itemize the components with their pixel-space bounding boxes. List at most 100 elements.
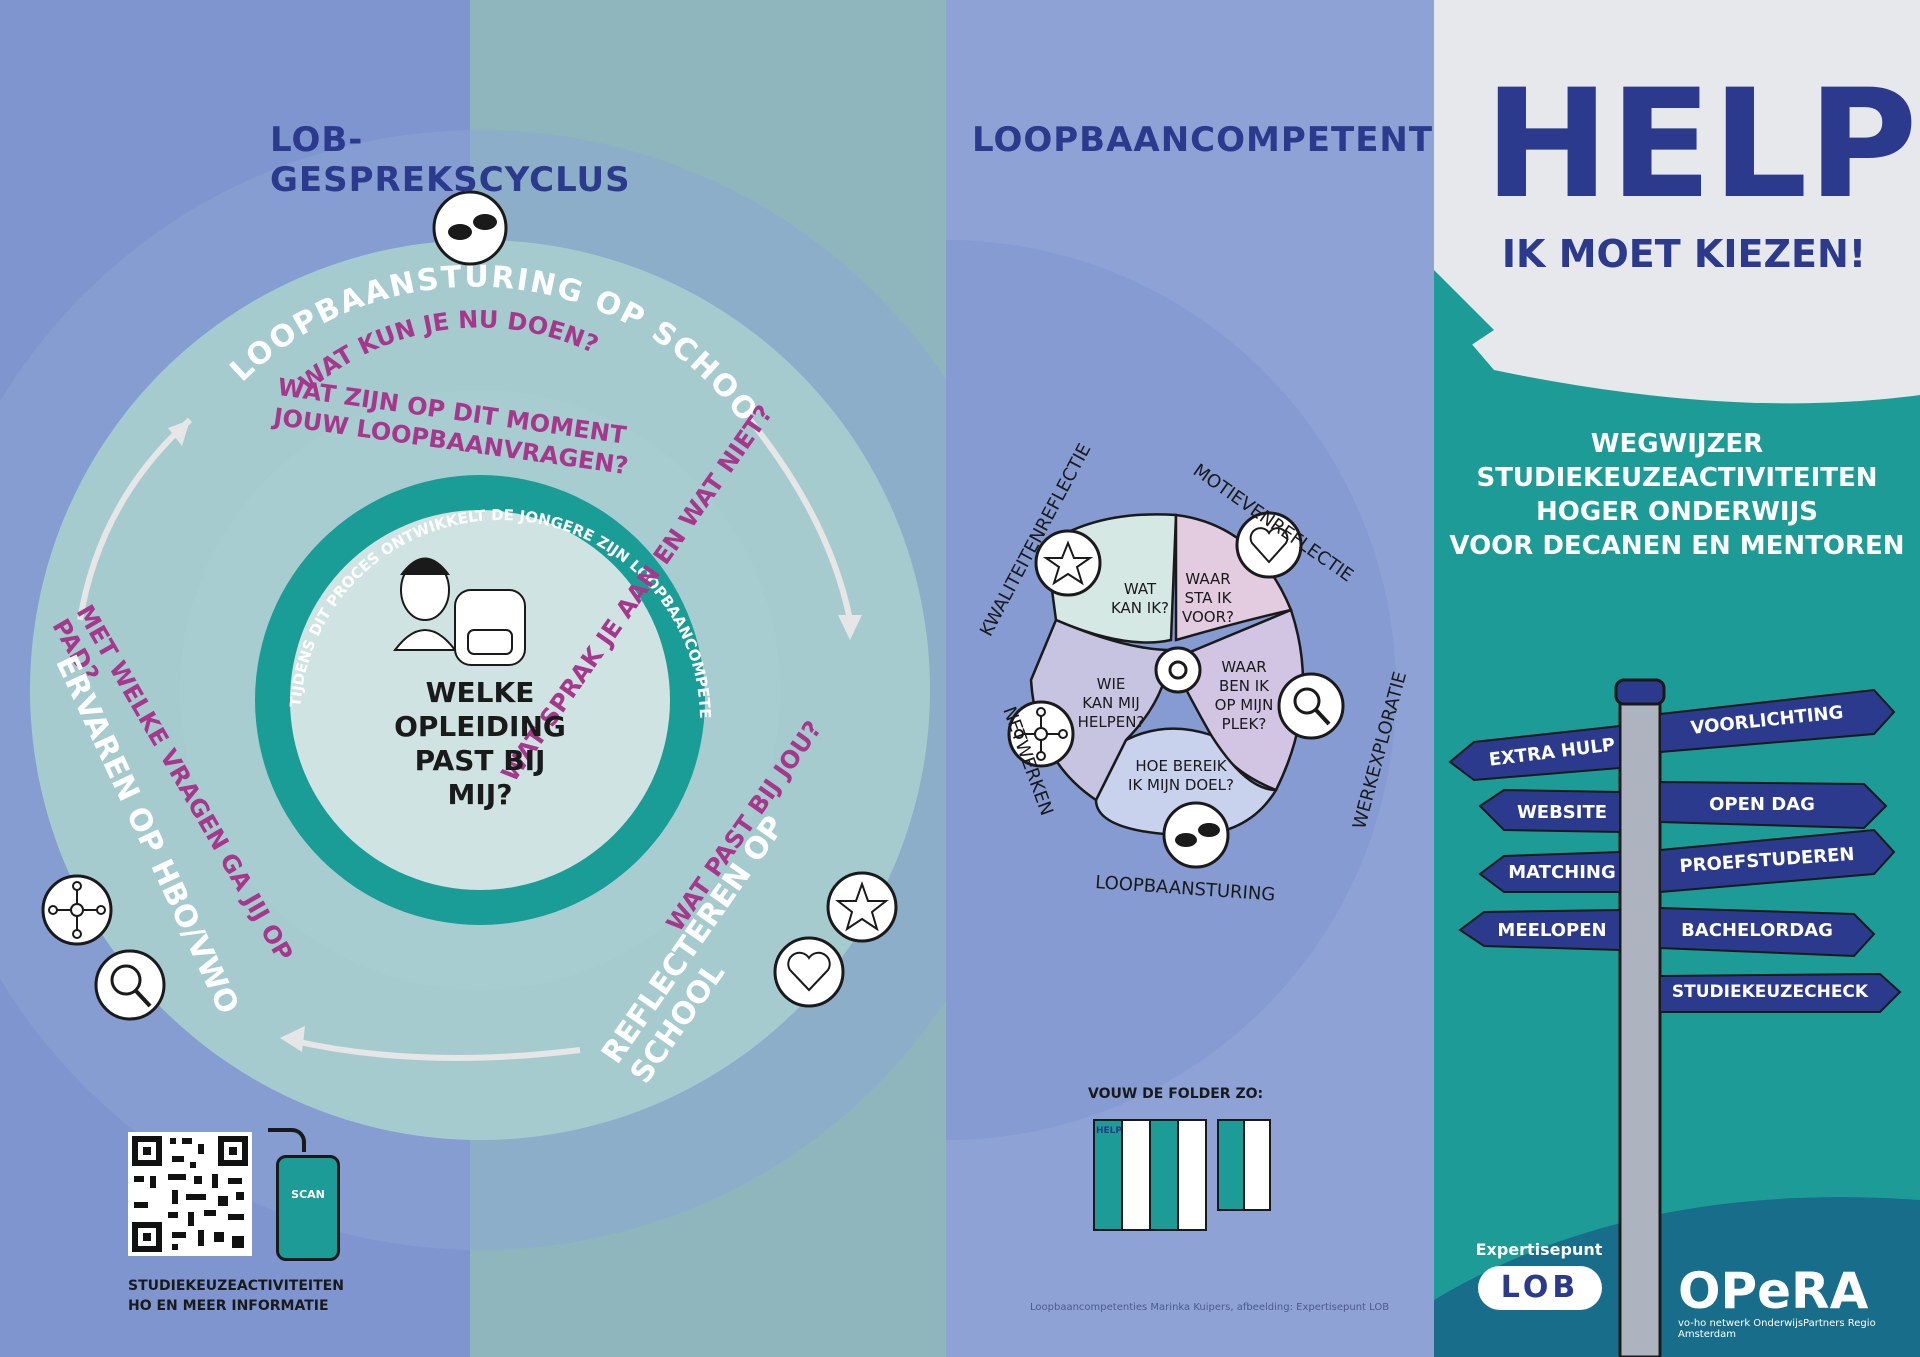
gear-icon <box>1154 646 1202 694</box>
text-wie-kan-mij-3: HELPEN? <box>1077 713 1145 731</box>
heart-shape <box>787 951 831 992</box>
text-waar-sta-ik: WAAR STA IK VOOR? <box>1168 570 1248 627</box>
logo-opera-sub: vo-ho netwerk OnderwijsPartners Regio Am… <box>1678 1318 1876 1340</box>
star-shape-2 <box>1042 540 1094 586</box>
text-waar-ben-ik-4: PLEK? <box>1221 715 1267 733</box>
signpost-boards-left <box>1448 724 1621 952</box>
center-question-line-1: WELKE <box>425 676 535 709</box>
competencies-diagram <box>946 240 1396 1231</box>
qr-code[interactable] <box>128 1132 252 1256</box>
arrow-bottom-left <box>289 1037 581 1061</box>
credit-line: Loopbaancompetenties Marinka Kuipers, af… <box>1030 1302 1390 1313</box>
arrow-right-down <box>747 418 853 621</box>
qr-caption-line-1: STUDIEKEUZEACTIVITEITEN <box>128 1278 344 1294</box>
network-nodes-2 <box>1014 707 1068 761</box>
network-icon <box>41 874 113 946</box>
wegwijzer-line-4: VOOR DECANEN EN MENTOREN <box>1449 531 1905 561</box>
text-waar-sta-ik-3: VOOR? <box>1182 608 1234 626</box>
speech-bubble-tail-cut <box>1434 270 1494 370</box>
network-icon-2 <box>1007 700 1075 768</box>
magnifier-handle-2 <box>1314 708 1331 726</box>
header-lob-gesprekscyclus: LOB-GESPREKSCYCLUS <box>270 120 631 200</box>
bottom-wave <box>1434 1197 1920 1357</box>
fold-illustration <box>1093 1119 1271 1231</box>
gear-icon-hole <box>1168 660 1188 680</box>
text-waar-sta-ik-2: STA IK <box>1184 589 1232 607</box>
sign-studiekeuzecheck: STUDIEKEUZECHECK <box>1671 982 1869 1002</box>
logo-opera: OPeRA <box>1678 1262 1869 1320</box>
center-question-line-3: PAST BIJ <box>414 744 546 777</box>
text-waar-ben-ik-3: OP MIJN <box>1214 696 1274 714</box>
sign-matching: MATCHING <box>1508 862 1616 883</box>
text-wat-kan-ik: WAT KAN IK? <box>1100 580 1180 618</box>
phone-scan-icon: SCAN <box>276 1155 340 1261</box>
text-wie-kan-mij-2: KAN MIJ <box>1082 694 1140 712</box>
text-wat-kan-ik-2: KAN IK? <box>1110 599 1170 617</box>
text-waar-ben-ik-2: BEN IK <box>1218 677 1270 695</box>
text-hoe-bereik-1: HOE BEREIK <box>1135 757 1227 775</box>
magnifier-lens <box>110 964 142 996</box>
text-waar-ben-ik: WAAR BEN IK OP MIJN PLEK? <box>1204 658 1284 734</box>
magnifier-handle <box>134 989 152 1008</box>
signpost-pole <box>1618 688 1662 1357</box>
qr-pattern <box>132 1136 248 1252</box>
help-title: HELP <box>1484 58 1918 232</box>
heart-icon-2 <box>1235 511 1303 579</box>
scan-label: SCAN <box>291 1188 325 1201</box>
text-wie-kan-mij: WIE KAN MIJ HELPEN? <box>1066 675 1156 732</box>
panel-help-shapes <box>1434 0 1920 1357</box>
signpost-boards-right <box>1659 688 1902 1013</box>
center-question: WELKE OPLEIDING PAST BIJ MIJ? <box>355 676 605 812</box>
panel-loopbaancompetenties: LOOPBAANCOMPETENTIES KWALITEITENREFLECTI… <box>946 0 1434 1357</box>
inner-core <box>290 510 670 890</box>
piece-hoe-bereik <box>1094 727 1279 837</box>
steering-icon-2 <box>1162 801 1230 869</box>
fold-help-label: HELP <box>1096 1126 1123 1136</box>
sign-open-dag: OPEN DAG <box>1709 794 1815 815</box>
arrow-left-up-head <box>168 420 190 446</box>
panel-help: HELP IK MOET KIEZEN! WEGWIJZER STUDIEKEU… <box>1434 0 1920 1357</box>
text-hoe-bereik-2: IK MIJN DOEL? <box>1128 776 1234 794</box>
magnifier-icon <box>94 949 166 1021</box>
text-hoe-bereik: HOE BEREIK IK MIJN DOEL? <box>1121 757 1241 795</box>
text-waar-ben-ik-1: WAAR <box>1221 658 1267 676</box>
magnifier-icon-2 <box>1277 672 1345 740</box>
logo-lob: LOB <box>1478 1266 1602 1310</box>
heart-shape-2 <box>1249 527 1289 564</box>
center-question-line-4: MIJ? <box>447 778 513 811</box>
header-loopbaancompetenties: LOOPBAANCOMPETENTIES <box>972 120 1434 160</box>
star-icon <box>826 871 898 943</box>
text-wat-kan-ik-1: WAT <box>1123 580 1157 598</box>
text-waar-sta-ik-1: WAAR <box>1185 570 1231 588</box>
wegwijzer-line-1: WEGWIJZER <box>1590 429 1764 459</box>
steering-icon-2-mark-1 <box>1175 833 1197 847</box>
magnifier-lens-2 <box>1293 687 1321 715</box>
sign-meelopen: MEELOPEN <box>1497 920 1607 941</box>
scan-arrow-icon <box>268 1128 306 1152</box>
steering-icon-mark-2 <box>473 214 497 230</box>
sign-bachelordag: BACHELORDAG <box>1681 920 1833 941</box>
star-shape <box>835 880 889 932</box>
network-nodes <box>48 881 106 939</box>
student-backpack-illustration <box>392 557 526 666</box>
logo-lob-top: Expertisepunt <box>1475 1240 1603 1259</box>
wegwijzer-line-3: HOGER ONDERWIJS <box>1535 497 1818 527</box>
panel-lob-gesprekscyclus: LOOPBAANSTURING OP SCHOOL WAT KUN JE NU … <box>0 0 946 1357</box>
star-icon-2 <box>1034 529 1102 597</box>
qr-caption-line-2: HO EN MEER INFORMATIE <box>128 1298 329 1314</box>
text-wie-kan-mij-1: WIE <box>1096 675 1126 693</box>
wegwijzer-block: WEGWIJZER STUDIEKEUZEACTIVITEITEN HOGER … <box>1444 427 1910 563</box>
fold-caption: VOUW DE FOLDER ZO: <box>1088 1086 1264 1102</box>
speech-bubble <box>1434 0 1920 404</box>
qr-caption: STUDIEKEUZEACTIVITEITEN HO EN MEER INFOR… <box>128 1276 428 1316</box>
cycle-diagram: LOOPBAANSTURING OP SCHOOL WAT KUN JE NU … <box>0 0 946 1357</box>
arrow-right-down-head <box>838 615 862 640</box>
sign-website: WEBSITE <box>1516 802 1608 823</box>
arrow-bottom-left-head <box>280 1026 305 1052</box>
help-subtitle: IK MOET KIEZEN! <box>1501 232 1867 276</box>
signpost-cap <box>1614 678 1666 706</box>
wegwijzer-line-2: STUDIEKEUZEACTIVITEITEN <box>1476 463 1878 493</box>
center-question-line-2: OPLEIDING <box>394 710 566 743</box>
steering-icon-2-mark-2 <box>1198 823 1220 837</box>
steering-icon-mark-1 <box>448 224 472 240</box>
